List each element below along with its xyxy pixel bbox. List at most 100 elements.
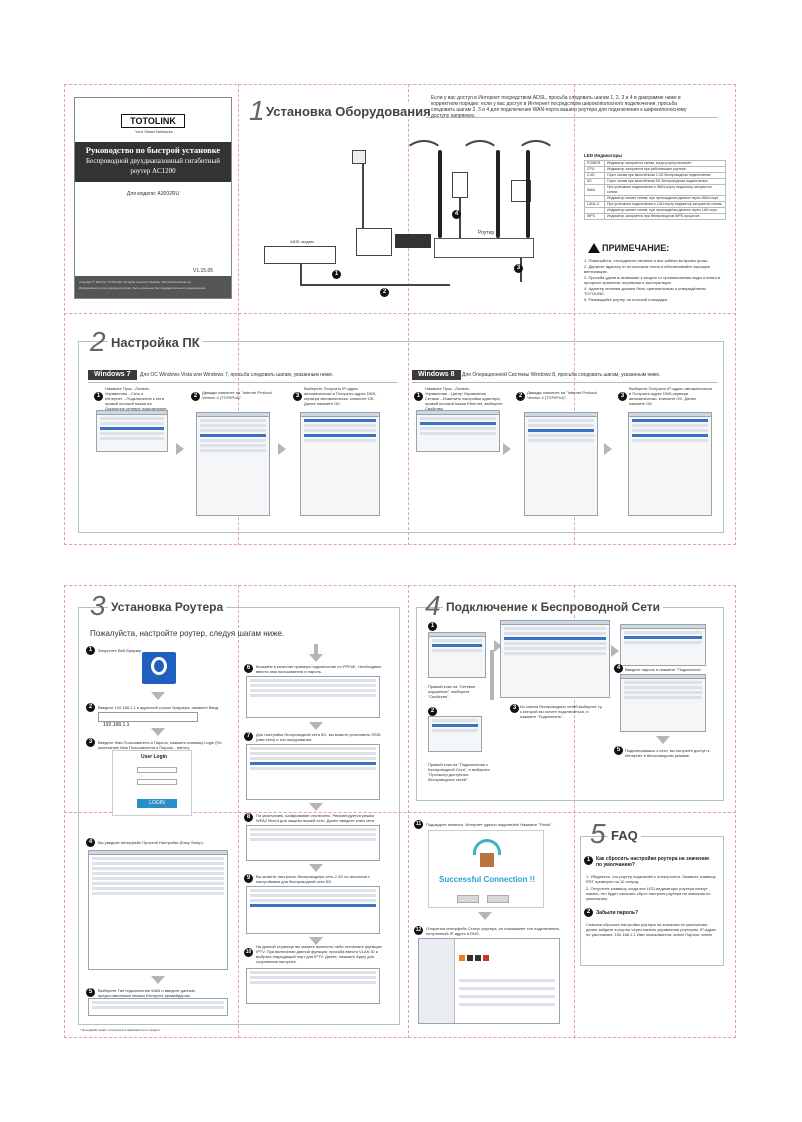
step-number-icon: 1 — [414, 392, 423, 401]
screenshot-ethernet-properties — [524, 412, 598, 516]
arrow-down-icon — [309, 654, 323, 662]
step-number-icon: 4 — [86, 838, 95, 847]
arrow-down-icon — [309, 937, 323, 945]
step-text: Вы увидите интерфейс Простой Настройки (… — [98, 840, 204, 845]
arrow-stem — [490, 650, 494, 700]
faq-box — [580, 836, 724, 966]
login-button[interactable]: LOGIN — [137, 799, 177, 808]
step-text: Введите 192.168.1.1 в адресной строке бр… — [98, 705, 220, 710]
fold-line — [574, 585, 575, 1038]
login-title: User Login — [141, 754, 168, 760]
section3-subtitle: Пожалуйста, настройте роутер, следуя шаг… — [90, 629, 285, 638]
screenshot-5g-setup — [246, 744, 380, 800]
section-title: FAQ — [608, 828, 641, 843]
screenshot-context-menu — [428, 716, 482, 752]
fold-line — [408, 585, 409, 1038]
section-title: Установка Роутера — [108, 600, 227, 614]
step-text: Нажмите Пуск→Панель Управления→Центр Упр… — [425, 386, 503, 411]
section-number: 2 — [90, 326, 106, 357]
step-text: По умолчанию, шифрование отключено. Реко… — [256, 813, 376, 823]
step-number-icon: 2 — [191, 392, 200, 401]
screenshot-start-menu — [96, 410, 168, 452]
step-text: Правый клик на "Сетевое окружение", выбе… — [428, 684, 476, 699]
address-bar[interactable]: 192.168.1.1 — [98, 712, 198, 728]
browser-icon — [142, 652, 176, 684]
splitter — [356, 228, 392, 256]
username-field[interactable] — [137, 767, 177, 773]
step-text: Дважды кликните на "Internet Protocol Ve… — [202, 390, 273, 400]
cover-subtitle-line1: Беспроводной двухдиапазонный гигабитный — [86, 157, 220, 165]
copyright-line2: Информация в этом документе может быть и… — [79, 286, 206, 290]
step-number-icon: 6 — [244, 664, 253, 673]
step-number-icon: 12 — [414, 926, 423, 935]
note-item: 1. Пожалуйста, отсоедините питание и все… — [584, 258, 709, 263]
section-title: Установка Оборудования — [263, 104, 434, 119]
finish-button[interactable] — [487, 895, 509, 903]
back-button[interactable] — [457, 895, 479, 903]
os-caption: Для ОС Windows Vista или Windows 7, прос… — [140, 372, 334, 378]
step-number-icon: 1 — [332, 270, 341, 279]
login-dialog: User Login LOGIN — [112, 750, 192, 816]
caption-rule — [88, 382, 398, 383]
step-number-icon: 3 — [514, 264, 523, 273]
note-item: 5. Размещайте роутер на плоской площадке… — [584, 297, 669, 302]
wifi-wave-icon — [404, 140, 444, 170]
screenshot-iptv — [246, 968, 380, 1004]
power-adapter — [452, 172, 468, 198]
step-text: Возьмём в качестве примера подключение п… — [256, 664, 382, 674]
step-number-icon: 3 — [510, 704, 519, 713]
screenshot-adapter-properties — [196, 412, 270, 516]
step-text: Для настройки беспроводной сети 5G, вы м… — [256, 732, 381, 742]
section-title: Настройка ПК — [108, 335, 203, 350]
step-text: Из списка беспроводных сетей выберите ту… — [520, 704, 603, 719]
faq-question: Забыли пароль? — [596, 910, 638, 916]
logo-tagline: Your Smart Networks — [135, 129, 173, 134]
screenshot-status-page — [418, 938, 560, 1024]
section-rule — [426, 117, 718, 118]
note-item: 2. Держите адаптер от источников тепла и… — [584, 264, 710, 274]
cover-footer: Copyright © 2015 by TOTOLINK. All rights… — [75, 276, 231, 298]
os-caption: Для Операционной Системы Windows 8, прос… — [462, 372, 661, 378]
address-value: 192.168.1.1 — [103, 722, 130, 728]
success-message: Successful Connection !! — [438, 875, 535, 884]
screenshot-password — [620, 624, 706, 666]
step-number-icon: 10 — [244, 948, 253, 957]
step-number-icon: 2 — [380, 288, 389, 297]
note-title: ПРИМЕЧАНИЕ: — [602, 243, 670, 253]
section-number: 1 — [249, 95, 265, 126]
router-label: Роутер — [478, 230, 495, 236]
step-number-icon: 1 — [428, 622, 437, 631]
os-label-win8: Windows 8 — [412, 370, 461, 380]
screenshot-ipv4-properties — [628, 412, 712, 516]
step-text: Подождите немного. Интернет удачно подкл… — [426, 822, 553, 827]
phone-jack — [352, 150, 366, 164]
step-number-icon: 4 — [452, 210, 461, 219]
screenshot-24g-setup — [246, 886, 380, 934]
section3-box — [78, 607, 400, 1025]
fold-line — [574, 84, 575, 545]
step-text: Выберите Тип подключения WAN и введите д… — [98, 988, 196, 998]
arrow-down-icon — [309, 864, 323, 872]
step-number-icon: 3 — [293, 392, 302, 401]
note-item: 3. Просьба уделить внимание к защите от … — [584, 275, 720, 285]
faq-answer: 2. Отпустите клавишу, когда все LED-инди… — [586, 886, 711, 901]
warning-icon — [588, 243, 600, 253]
cable — [300, 284, 450, 286]
step-text: Дважды кликните на "Internet Protocol Ve… — [527, 390, 598, 400]
faq-answer: Сначала сбросьте настройки роутера на зн… — [586, 922, 717, 937]
step-text: Подключившись к сети, вы получите доступ… — [625, 748, 710, 758]
password-field[interactable] — [137, 779, 177, 785]
arrow-right-icon — [604, 443, 612, 455]
router-antenna — [526, 150, 530, 238]
caption-rule — [412, 382, 718, 383]
screenshot-encryption — [246, 825, 380, 861]
screenshot-desktop-menu — [428, 632, 486, 678]
router-antenna — [496, 150, 500, 238]
logo-text: TOTOLINK — [130, 116, 176, 126]
step-text: На данной странице вы можете включить ли… — [256, 944, 382, 964]
step-number-icon: 5 — [614, 746, 623, 755]
router-antenna — [438, 150, 442, 238]
section-title: Подключение к Беспроводной Сети — [443, 600, 664, 614]
